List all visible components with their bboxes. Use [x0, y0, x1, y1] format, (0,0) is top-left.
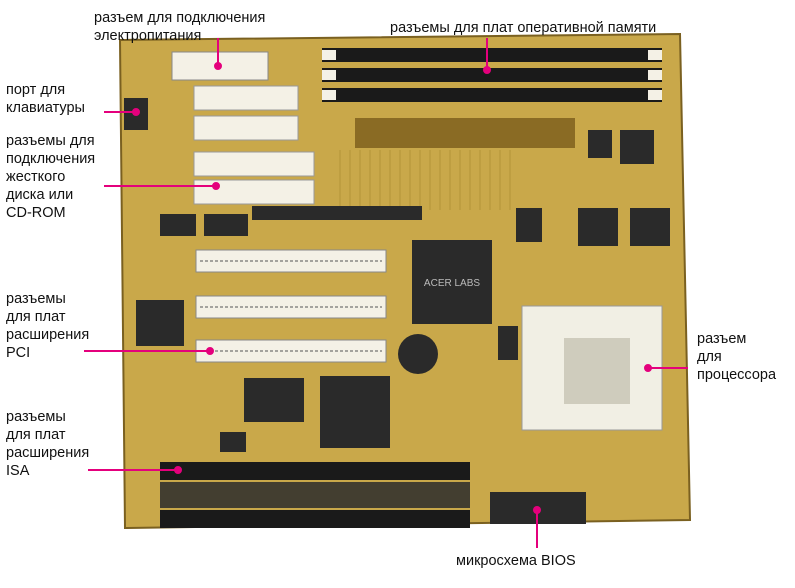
- black-slot-top: [252, 206, 422, 220]
- label-power-connector: разъем для подключения электропитания: [94, 10, 266, 44]
- pci-slots: [195, 249, 387, 363]
- cache-connector: [355, 118, 575, 148]
- power-connector: [171, 51, 269, 81]
- ram-slots: [322, 48, 662, 102]
- label-cpu-socket: разъем для процессора: [697, 331, 777, 383]
- label-isa-slots: разъемы для плат расширения ISA: [6, 409, 90, 479]
- cmos-battery: [398, 334, 438, 374]
- label-keyboard-port: порт для клавиатуры: [6, 82, 85, 116]
- svg-text:ACER LABS: ACER LABS: [424, 278, 480, 289]
- pointer-lines: [84, 38, 688, 548]
- label-pci-slots: разъемы для плат расширения PCI: [6, 291, 90, 361]
- ide-connectors: [193, 85, 315, 205]
- isa-slots: [160, 462, 470, 528]
- label-ram-slots: разъемы для плат оперативной памяти: [390, 20, 657, 36]
- northbridge-chip: [412, 240, 492, 324]
- label-bios-chip: микросхема BIOS: [456, 553, 576, 569]
- southbridge-chip: [320, 376, 390, 448]
- pcb-traces: [339, 150, 511, 210]
- io-chip: [244, 378, 304, 422]
- label-drive-connectors: разъемы для подключения жесткого диска и…: [6, 133, 96, 221]
- small-chips: [136, 130, 670, 452]
